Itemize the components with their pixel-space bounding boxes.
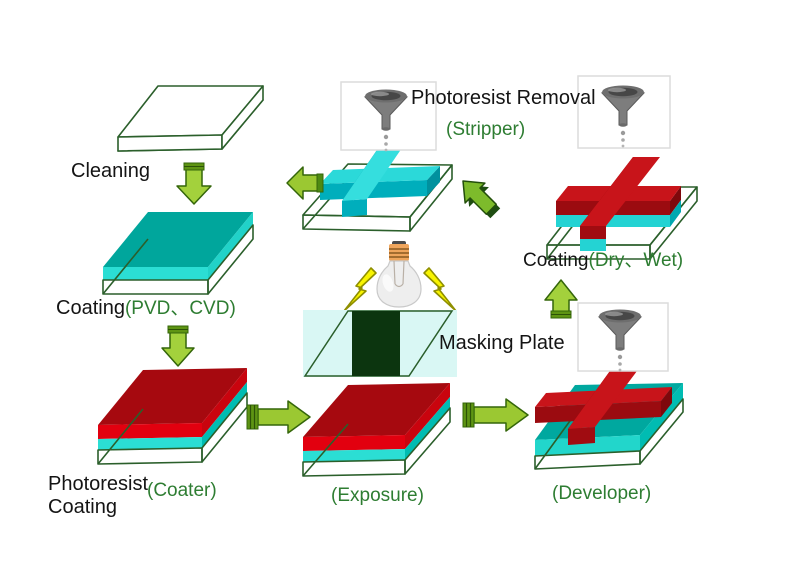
- coating-label: Coating(PVD、CVD): [56, 297, 236, 320]
- arrow-photoresist-to-exposure: [246, 400, 311, 434]
- masking-plate-label: Masking Plate: [439, 332, 565, 354]
- etched-cross: [556, 157, 681, 251]
- arrow-coating-to-photoresist: [161, 325, 195, 367]
- cleaning-label: Cleaning: [71, 160, 150, 182]
- funnel-box-etching: [577, 75, 671, 149]
- etched-wafer: [546, 157, 698, 260]
- etching-label-text: Coating: [523, 250, 589, 271]
- photoresist-coating-label: Photoresist Coating: [48, 473, 148, 519]
- coating-wafer: [102, 212, 254, 295]
- arrow-etching-to-stripping: [462, 180, 501, 219]
- etching-method-text: (Dry、Wet): [588, 250, 684, 271]
- developer-resist-cross: [535, 363, 672, 445]
- coater-method-label: (Coater): [147, 480, 217, 501]
- photoresist-coating-line2: Coating: [48, 496, 117, 518]
- stripped-wafer: [302, 145, 453, 232]
- photoresist-coating-line1: Photoresist: [48, 473, 149, 495]
- arrow-developer-to-etching: [544, 279, 578, 319]
- funnel-box-developer: [577, 302, 669, 372]
- arrow-exposure-to-developer: [462, 398, 529, 432]
- photoresist-wafer: [97, 368, 248, 465]
- developer-wafer: [534, 363, 684, 470]
- funnel-box-stripper: [340, 81, 437, 152]
- stripper-method-label: (Stripper): [446, 119, 526, 140]
- coating-method-text: (PVD、CVD): [124, 298, 236, 319]
- exposure-method-label: (Exposure): [331, 485, 424, 506]
- lightning-bolt-icon-right: [423, 267, 457, 312]
- arrow-stripping-out: [286, 166, 324, 200]
- light-bulb-icon: [376, 241, 422, 308]
- arrow-cleaning-to-coating: [176, 162, 212, 205]
- stripped-cross: [320, 145, 440, 217]
- masking-plate: [303, 310, 457, 377]
- cleaning-wafer: [117, 85, 264, 152]
- coating-label-text: Coating: [56, 297, 125, 319]
- exposure-wafer: [302, 383, 451, 477]
- lightning-bolt-icon-left: [343, 267, 377, 312]
- photoresist-removal-label: Photoresist Removal: [411, 87, 596, 109]
- etching-label: Coating(Dry、Wet): [523, 250, 683, 272]
- developer-method-label: (Developer): [552, 483, 652, 504]
